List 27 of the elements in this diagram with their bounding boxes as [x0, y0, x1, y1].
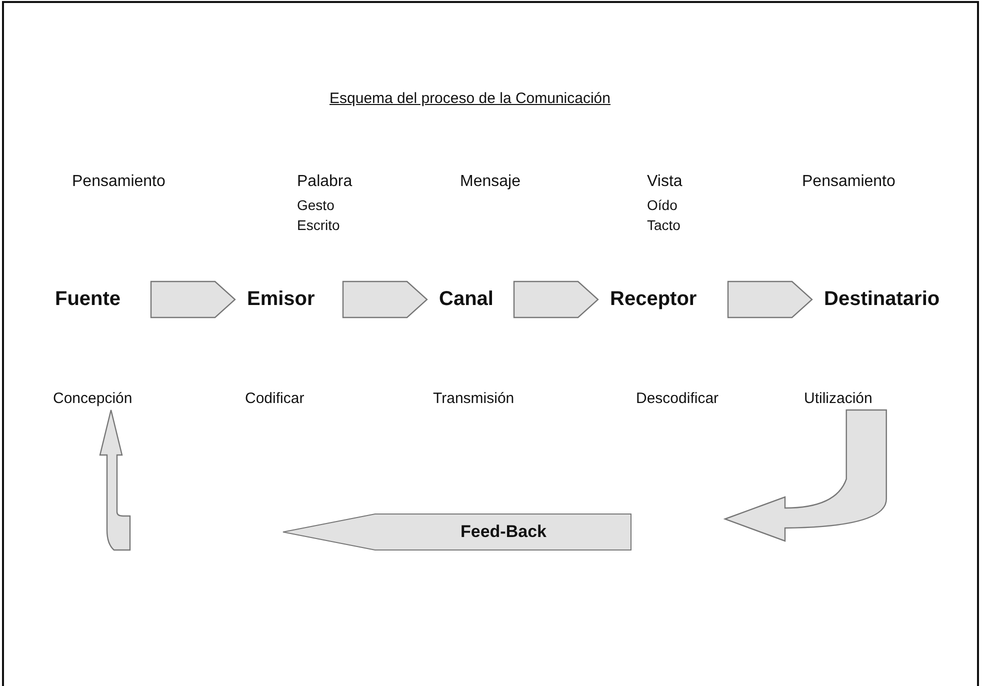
block-arrow: [727, 280, 813, 318]
curved-block-arrow: [99, 409, 131, 551]
stage-label: Destinatario: [824, 288, 940, 311]
annotation-text: Gesto: [297, 197, 334, 213]
annotation-text: Vista: [647, 173, 682, 191]
annotation-text: Pensamiento: [802, 173, 896, 191]
stage-label: Canal: [439, 288, 494, 311]
stage-caption: Concepción: [53, 390, 132, 407]
annotation-text: Tacto: [647, 217, 680, 233]
annotation-text: Oído: [647, 197, 678, 213]
annotation-text: Descodificar: [636, 390, 719, 407]
annotation-text: Mensaje: [460, 173, 520, 191]
block-arrow: [150, 280, 236, 318]
annotation-text: Transmisión: [433, 390, 514, 407]
annotation-text: Escrito: [297, 217, 340, 233]
stage-label: Fuente: [55, 288, 121, 311]
annotation-text: Palabra: [297, 173, 352, 191]
annotation-text: Pensamiento: [72, 173, 166, 191]
annotation-text: Codificar: [245, 390, 304, 407]
stage-label: Emisor: [247, 288, 315, 311]
stage-label: Receptor: [610, 288, 697, 311]
block-arrow: [513, 280, 599, 318]
diagram-title: Esquema del proceso de la Comunicación: [328, 90, 612, 107]
block-arrow: [342, 280, 428, 318]
curved-block-arrow: [724, 409, 887, 542]
feedback-arrow: Feed-Back: [282, 513, 632, 551]
stage-caption: Utilización: [804, 390, 872, 407]
